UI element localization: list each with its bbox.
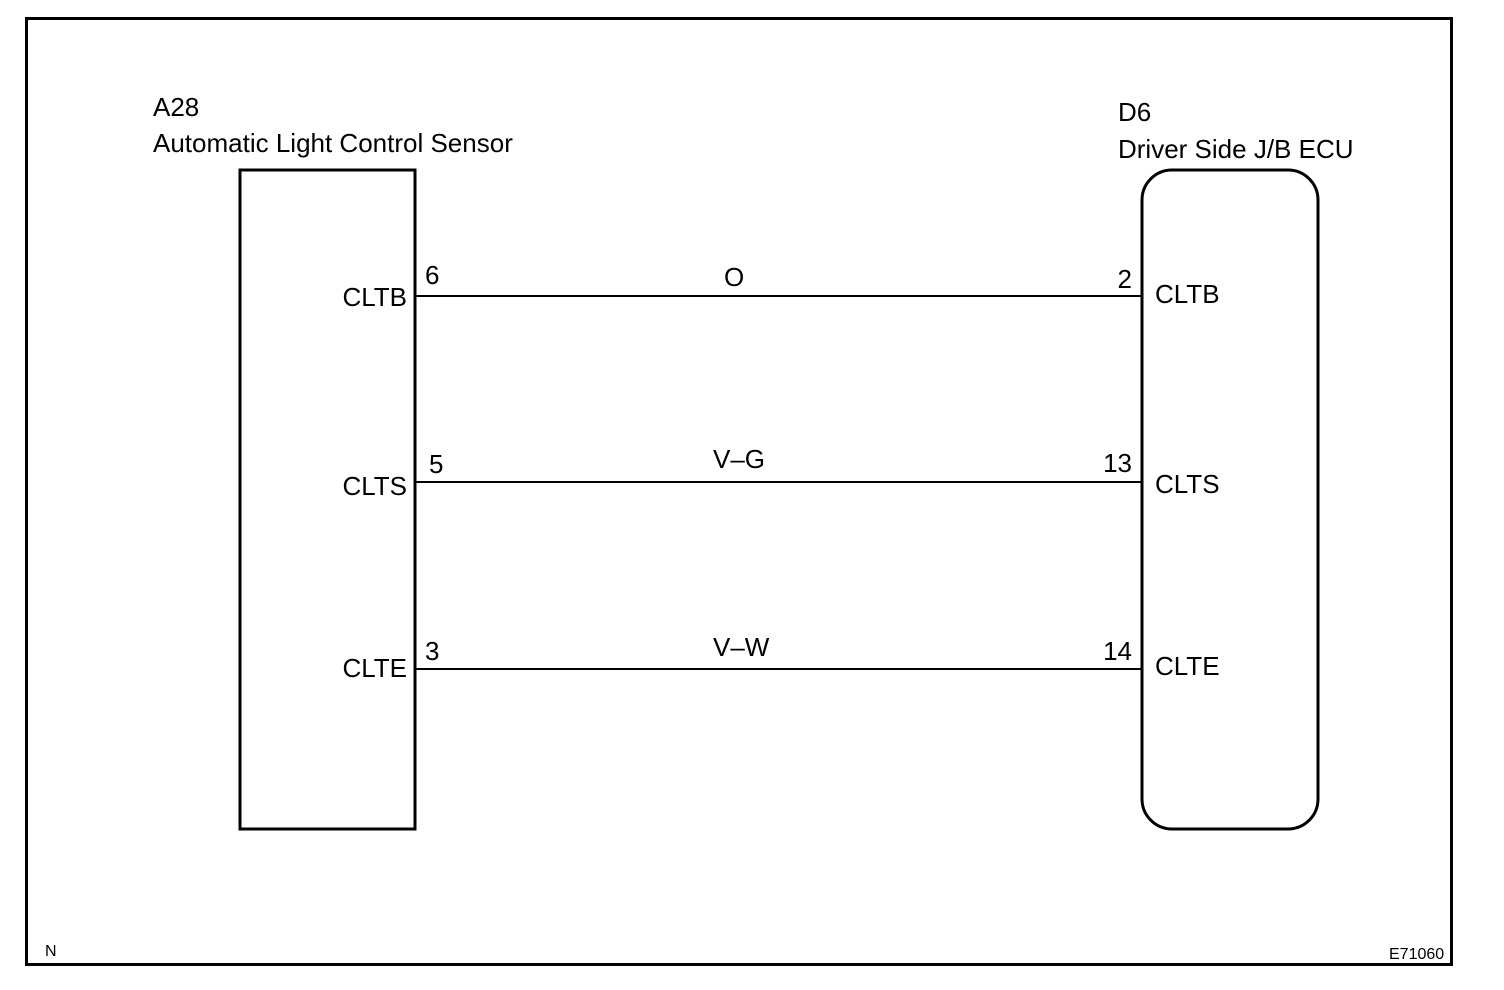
figure-id: E71060 <box>1389 946 1445 963</box>
wire-color-label: V–G <box>713 444 766 474</box>
left-pin-number: 3 <box>425 636 440 666</box>
corner-mark: N <box>45 943 57 960</box>
right-component-box <box>1140 168 1320 831</box>
left-pin-number: 5 <box>429 449 444 479</box>
right-terminal-label: CLTS <box>1155 469 1220 499</box>
wire-color-label: O <box>724 262 745 292</box>
wire-color-label: V–W <box>713 632 770 662</box>
left-component-name: Automatic Light Control Sensor <box>153 128 513 158</box>
left-component-box <box>238 168 417 831</box>
right-component-code: D6 <box>1118 97 1152 127</box>
right-pin-number: 14 <box>1103 636 1132 666</box>
diagram-frame <box>25 17 1453 966</box>
left-terminal-label: CLTE <box>342 653 407 683</box>
left-terminal-label: CLTB <box>342 282 407 312</box>
left-terminal-label: CLTS <box>342 471 407 501</box>
right-terminal-label: CLTB <box>1155 279 1220 309</box>
right-component-name: Driver Side J/B ECU <box>1118 134 1354 164</box>
right-pin-number: 13 <box>1103 448 1132 478</box>
right-terminal-label: CLTE <box>1155 651 1220 681</box>
left-pin-number: 6 <box>425 260 440 290</box>
left-component-code: A28 <box>153 92 200 122</box>
right-pin-number: 2 <box>1117 264 1132 294</box>
